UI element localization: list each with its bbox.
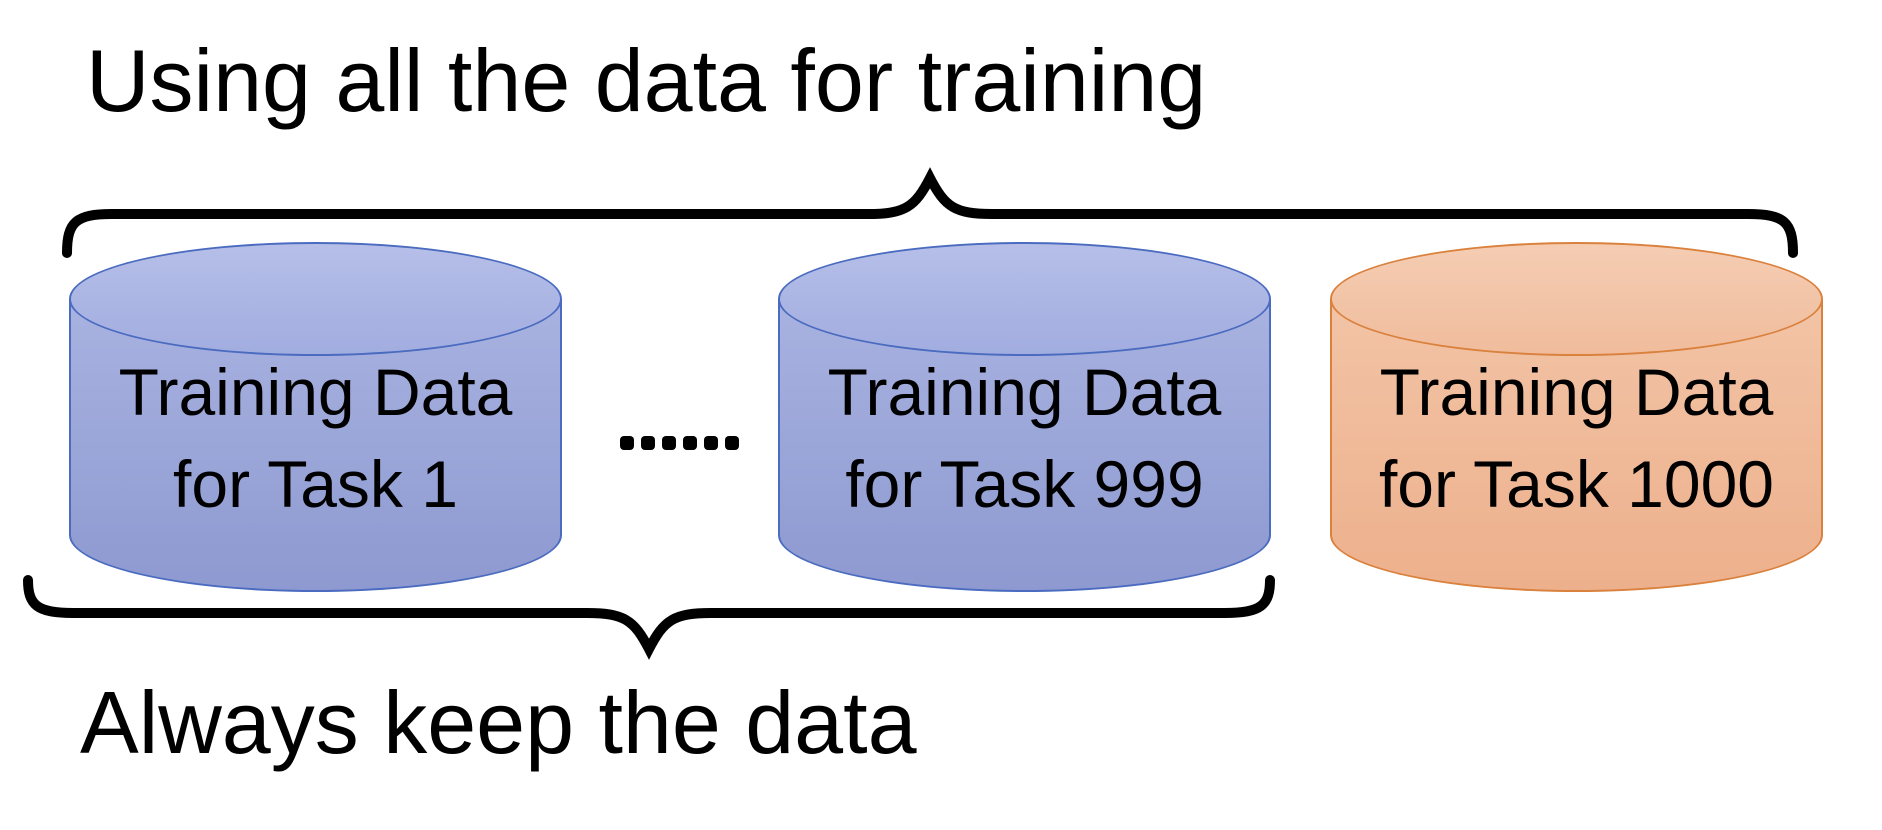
cylinder-top-ellipse bbox=[778, 242, 1271, 356]
cylinder-top-ellipse bbox=[1330, 242, 1823, 356]
dot-icon bbox=[683, 436, 697, 450]
dot-icon bbox=[725, 436, 739, 450]
cylinder-label: Training Data for Task 999 bbox=[778, 346, 1271, 530]
top-caption: Using all the data for training bbox=[86, 31, 1207, 130]
dot-icon bbox=[704, 436, 718, 450]
dot-icon bbox=[662, 436, 676, 450]
cylinder-label: Training Data for Task 1 bbox=[69, 346, 562, 530]
bottom-brace-icon bbox=[23, 575, 1275, 660]
cylinder-label-line1: Training Data bbox=[827, 355, 1222, 429]
bottom-caption: Always keep the data bbox=[80, 673, 917, 772]
cylinder-top-ellipse bbox=[69, 242, 562, 356]
database-cylinder-task-1: Training Data for Task 1 bbox=[69, 242, 562, 592]
cylinder-label-line2: for Task 1 bbox=[173, 447, 458, 521]
cylinder-label-line2: for Task 1000 bbox=[1378, 447, 1775, 521]
dot-icon bbox=[641, 436, 655, 450]
ellipsis-dots bbox=[620, 436, 739, 450]
cylinder-label-line2: for Task 999 bbox=[845, 447, 1204, 521]
top-brace-icon bbox=[62, 167, 1798, 258]
cylinder-label-line1: Training Data bbox=[1379, 355, 1774, 429]
cylinder-label-line1: Training Data bbox=[118, 355, 513, 429]
cylinder-label: Training Data for Task 1000 bbox=[1330, 346, 1823, 530]
database-cylinder-task-999: Training Data for Task 999 bbox=[778, 242, 1271, 592]
database-cylinder-task-1000: Training Data for Task 1000 bbox=[1330, 242, 1823, 592]
dot-icon bbox=[620, 436, 634, 450]
